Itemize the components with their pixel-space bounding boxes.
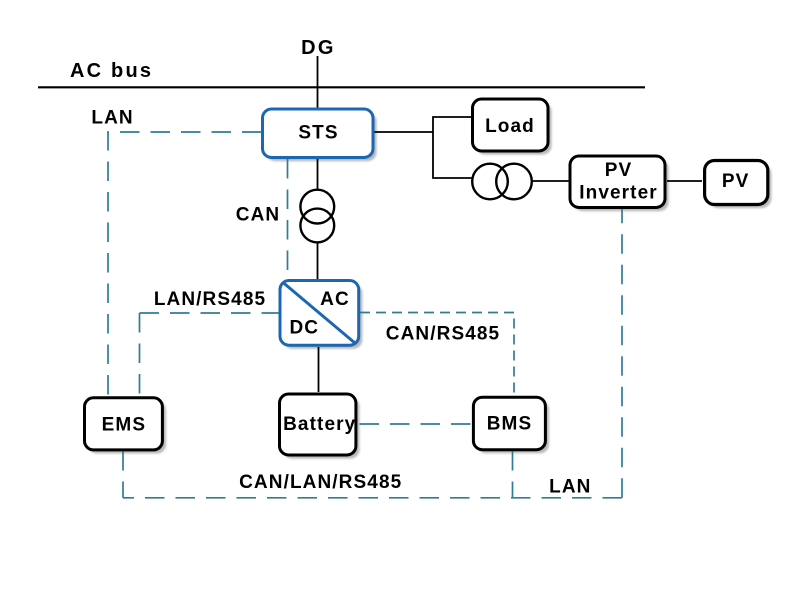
svg-text:Load: Load <box>485 116 535 137</box>
svg-text:Battery: Battery <box>283 414 356 435</box>
svg-text:BMS: BMS <box>487 414 533 435</box>
svg-text:PV: PV <box>605 160 633 181</box>
svg-text:PV: PV <box>722 171 750 192</box>
svg-text:AC: AC <box>320 289 350 310</box>
svg-text:Inverter: Inverter <box>579 183 658 204</box>
svg-text:LAN: LAN <box>91 108 133 129</box>
svg-text:DC: DC <box>289 317 319 338</box>
svg-text:CAN/LAN/RS485: CAN/LAN/RS485 <box>239 472 402 493</box>
svg-text:DG: DG <box>301 37 336 59</box>
svg-text:CAN: CAN <box>236 205 280 226</box>
svg-text:EMS: EMS <box>102 415 146 436</box>
svg-text:LAN/RS485: LAN/RS485 <box>154 289 266 310</box>
svg-text:STS: STS <box>298 123 338 144</box>
svg-text:AC bus: AC bus <box>70 60 153 82</box>
svg-text:LAN: LAN <box>549 477 591 498</box>
svg-text:CAN/RS485: CAN/RS485 <box>386 324 500 345</box>
